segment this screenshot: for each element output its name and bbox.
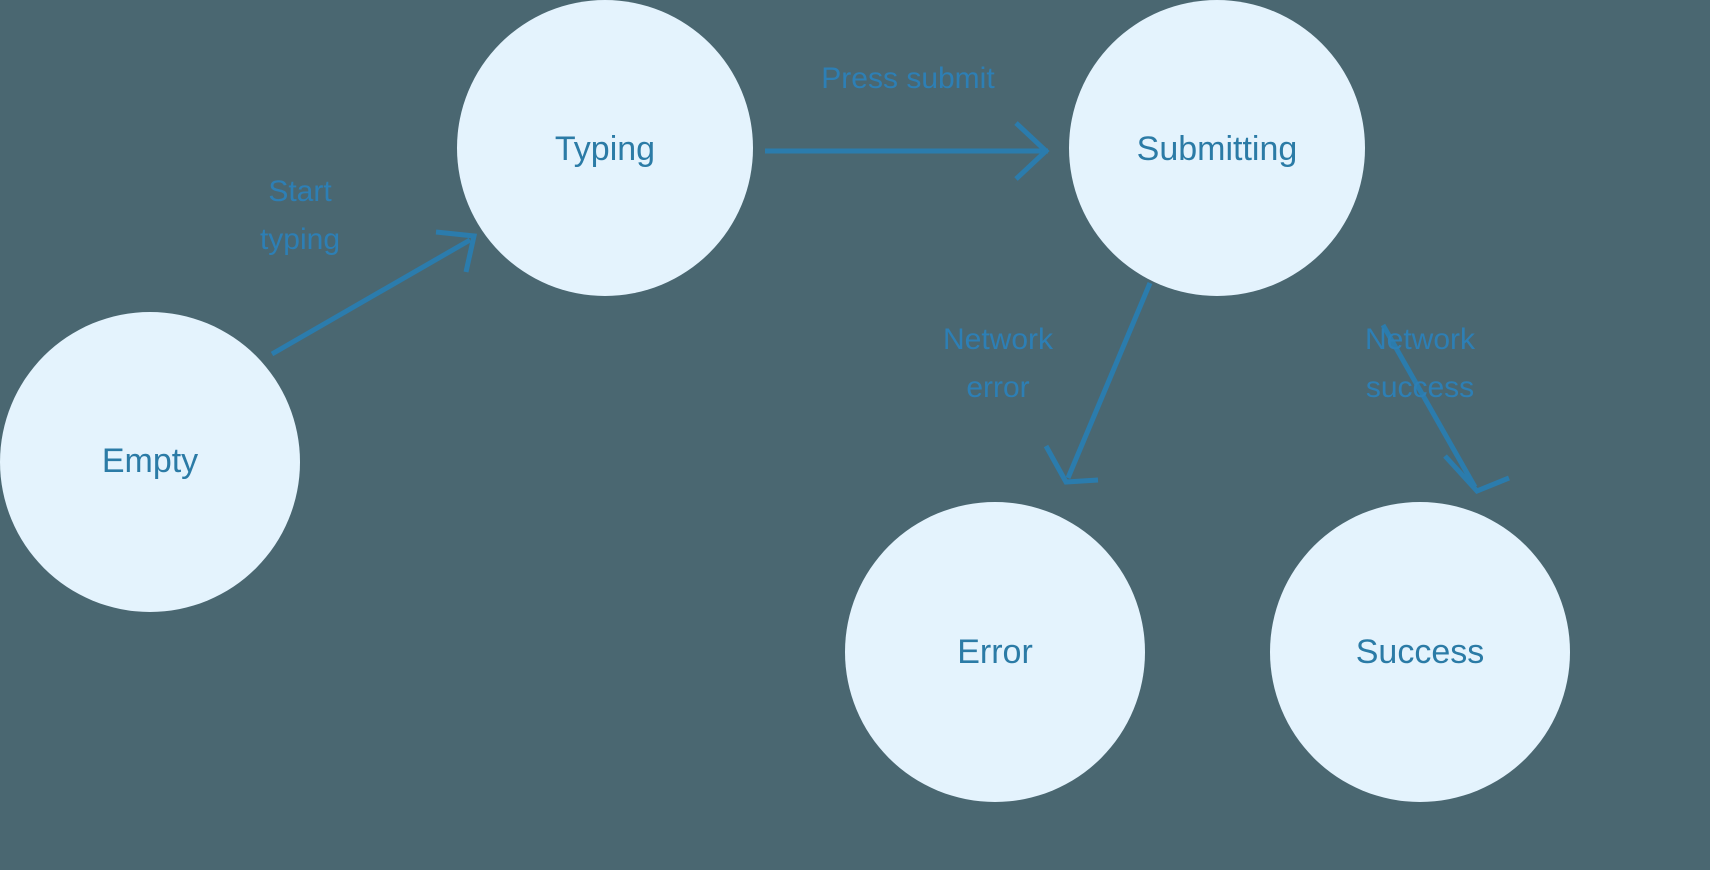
- edge-submitting-to-success: [1380, 323, 1510, 494]
- node-error[interactable]: Error: [845, 502, 1145, 802]
- edge-submitting-to-error-line: [1065, 282, 1153, 479]
- node-success-circle[interactable]: [1270, 502, 1570, 802]
- edge-label-typing-to-submitting: Press submit: [821, 62, 995, 95]
- node-submitting-label: Submitting: [1137, 130, 1298, 168]
- edge-label-empty-to-typing-line-2: typing: [260, 223, 340, 256]
- node-empty-circle[interactable]: [0, 312, 300, 612]
- edge-label-submitting-to-success-line-2: success: [1366, 371, 1474, 404]
- edge-submitting-to-success-arrowhead: [1443, 454, 1510, 494]
- edge-empty-to-typing-arrowhead: [435, 229, 478, 273]
- edge-label-submitting-to-success-line-1: Network: [1365, 323, 1476, 356]
- node-success-label: Success: [1356, 633, 1485, 671]
- edge-label-typing-to-submitting-line-1: Press submit: [821, 62, 995, 95]
- node-typing-circle[interactable]: [457, 0, 753, 296]
- edge-label-submitting-to-success: Network success: [1365, 323, 1476, 404]
- node-submitting-circle[interactable]: [1069, 0, 1365, 296]
- edge-submitting-to-error: [1043, 282, 1153, 485]
- edge-label-submitting-to-error: Network error: [943, 323, 1054, 404]
- edge-typing-to-submitting-arrowhead: [1014, 121, 1050, 181]
- node-error-circle[interactable]: [845, 502, 1145, 802]
- edge-label-submitting-to-error-line-2: error: [966, 371, 1029, 404]
- node-success[interactable]: Success: [1270, 502, 1570, 802]
- edge-submitting-to-success-line: [1380, 323, 1478, 489]
- edge-empty-to-typing-line: [270, 237, 472, 357]
- node-submitting[interactable]: Submitting: [1069, 0, 1365, 296]
- edge-label-empty-to-typing: Start typing: [260, 175, 340, 256]
- node-error-label: Error: [957, 633, 1033, 671]
- node-typing-label: Typing: [555, 130, 655, 168]
- node-empty-label: Empty: [102, 442, 198, 480]
- edge-typing-to-submitting: [765, 121, 1050, 181]
- edge-submitting-to-error-arrowhead: [1043, 444, 1099, 485]
- edge-label-submitting-to-error-line-1: Network: [943, 323, 1054, 356]
- edge-empty-to-typing: [270, 229, 478, 357]
- node-typing[interactable]: Typing: [457, 0, 753, 296]
- edge-label-empty-to-typing-line-1: Start: [268, 175, 332, 208]
- node-empty[interactable]: Empty: [0, 312, 300, 612]
